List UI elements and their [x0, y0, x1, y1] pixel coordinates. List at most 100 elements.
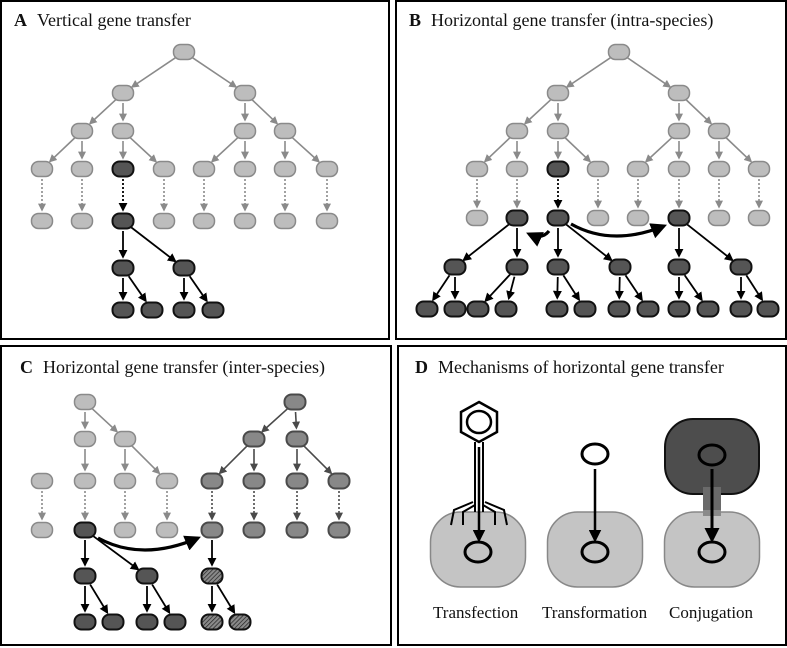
panel-d-letter: D	[415, 357, 428, 377]
cell-node	[545, 300, 569, 318]
cell-node	[505, 258, 529, 276]
lineage-arrow	[506, 276, 516, 301]
cell-node	[152, 160, 176, 178]
lineage-arrow	[562, 274, 581, 302]
lineage-arrow	[88, 99, 117, 125]
cell-node	[729, 258, 753, 276]
cell-node	[192, 212, 216, 230]
cell-node	[111, 212, 135, 230]
lineage-arrow	[624, 274, 643, 302]
intra-species-transfer-tree	[415, 43, 780, 318]
cell-node	[466, 300, 490, 318]
lineage-arrow	[725, 137, 753, 163]
cell-node	[315, 212, 339, 230]
lineage-arrow	[291, 137, 321, 163]
cell-node	[73, 521, 97, 539]
cell-node	[505, 209, 529, 227]
cell-node	[636, 300, 660, 318]
cell-node	[242, 430, 266, 448]
cell-node	[101, 613, 125, 631]
cell-node	[327, 521, 351, 539]
cell-node	[626, 160, 650, 178]
cell-node	[283, 393, 307, 411]
lineage-arrow	[565, 56, 612, 88]
panel-c-title-text: Horizontal gene transfer (inter-species)	[43, 357, 326, 377]
cell-node	[30, 472, 54, 490]
cell-node	[70, 122, 94, 140]
cell-node	[546, 122, 570, 140]
cell-node	[626, 209, 650, 227]
cell-node	[273, 212, 297, 230]
cell-node	[315, 160, 339, 178]
cell-node	[111, 84, 135, 102]
lineage-arrow	[48, 137, 76, 163]
lineage-arrow	[462, 223, 510, 262]
lineage-arrow	[210, 137, 239, 163]
cell-node	[200, 521, 224, 539]
cell-node	[729, 300, 753, 318]
cell-node	[228, 613, 252, 631]
cell-node	[505, 122, 529, 140]
cell-node	[443, 258, 467, 276]
lineage-arrow	[130, 56, 177, 88]
transfer-arrow	[97, 535, 201, 552]
cell-node	[163, 613, 187, 631]
cell-node	[73, 613, 97, 631]
cell-node	[273, 160, 297, 178]
cell-node	[73, 430, 97, 448]
cell-node	[607, 43, 631, 61]
cell-node	[135, 567, 159, 585]
lineage-arrow	[89, 584, 109, 615]
donor-plasmid-icon	[697, 443, 727, 467]
lineage-arrow	[303, 445, 333, 475]
cell-node	[667, 122, 691, 140]
cell-node	[546, 84, 570, 102]
cell-node	[30, 521, 54, 539]
cell-node	[172, 301, 196, 319]
lineage-arrow	[564, 137, 592, 163]
cell-node	[465, 160, 489, 178]
cell-node	[667, 300, 691, 318]
cell-node	[443, 300, 467, 318]
cell-node	[586, 209, 610, 227]
lineage-arrow	[92, 535, 140, 571]
lineage-arrow	[251, 99, 279, 125]
lineage-arrow	[127, 275, 147, 303]
cell-node	[494, 300, 518, 318]
cell-node	[70, 212, 94, 230]
cell-node	[667, 258, 691, 276]
lineage-arrow	[683, 274, 703, 302]
cell-node	[696, 300, 720, 318]
cell-node	[111, 122, 135, 140]
cell-node	[152, 212, 176, 230]
cell-node	[242, 521, 266, 539]
cell-node	[747, 209, 771, 227]
label-conjugation: Conjugation	[669, 603, 754, 622]
cell-node	[140, 301, 164, 319]
lineage-arrow	[188, 275, 208, 303]
cell-node	[192, 160, 216, 178]
cell-node	[573, 300, 597, 318]
phage-dna-icon	[465, 409, 493, 435]
lineage-arrow	[484, 273, 511, 303]
cell-node	[546, 209, 570, 227]
lineage-arrow	[130, 226, 177, 263]
cell-node	[285, 430, 309, 448]
lineage-arrow	[216, 584, 236, 615]
panel-b-title-text: Horizontal gene transfer (intra-species)	[431, 10, 714, 30]
cell-node	[667, 209, 691, 227]
lineage-arrow	[483, 137, 511, 163]
lineage-arrow	[151, 584, 171, 615]
panel-a-title-text: Vertical gene transfer	[37, 10, 191, 30]
cell-node	[111, 259, 135, 277]
cell-node	[155, 472, 179, 490]
vertical-transfer-tree	[30, 43, 339, 319]
lineage-arrow	[432, 274, 451, 302]
cell-node	[667, 84, 691, 102]
lineage-arrow	[686, 223, 734, 262]
cell-node	[111, 160, 135, 178]
cell-node	[233, 212, 257, 230]
